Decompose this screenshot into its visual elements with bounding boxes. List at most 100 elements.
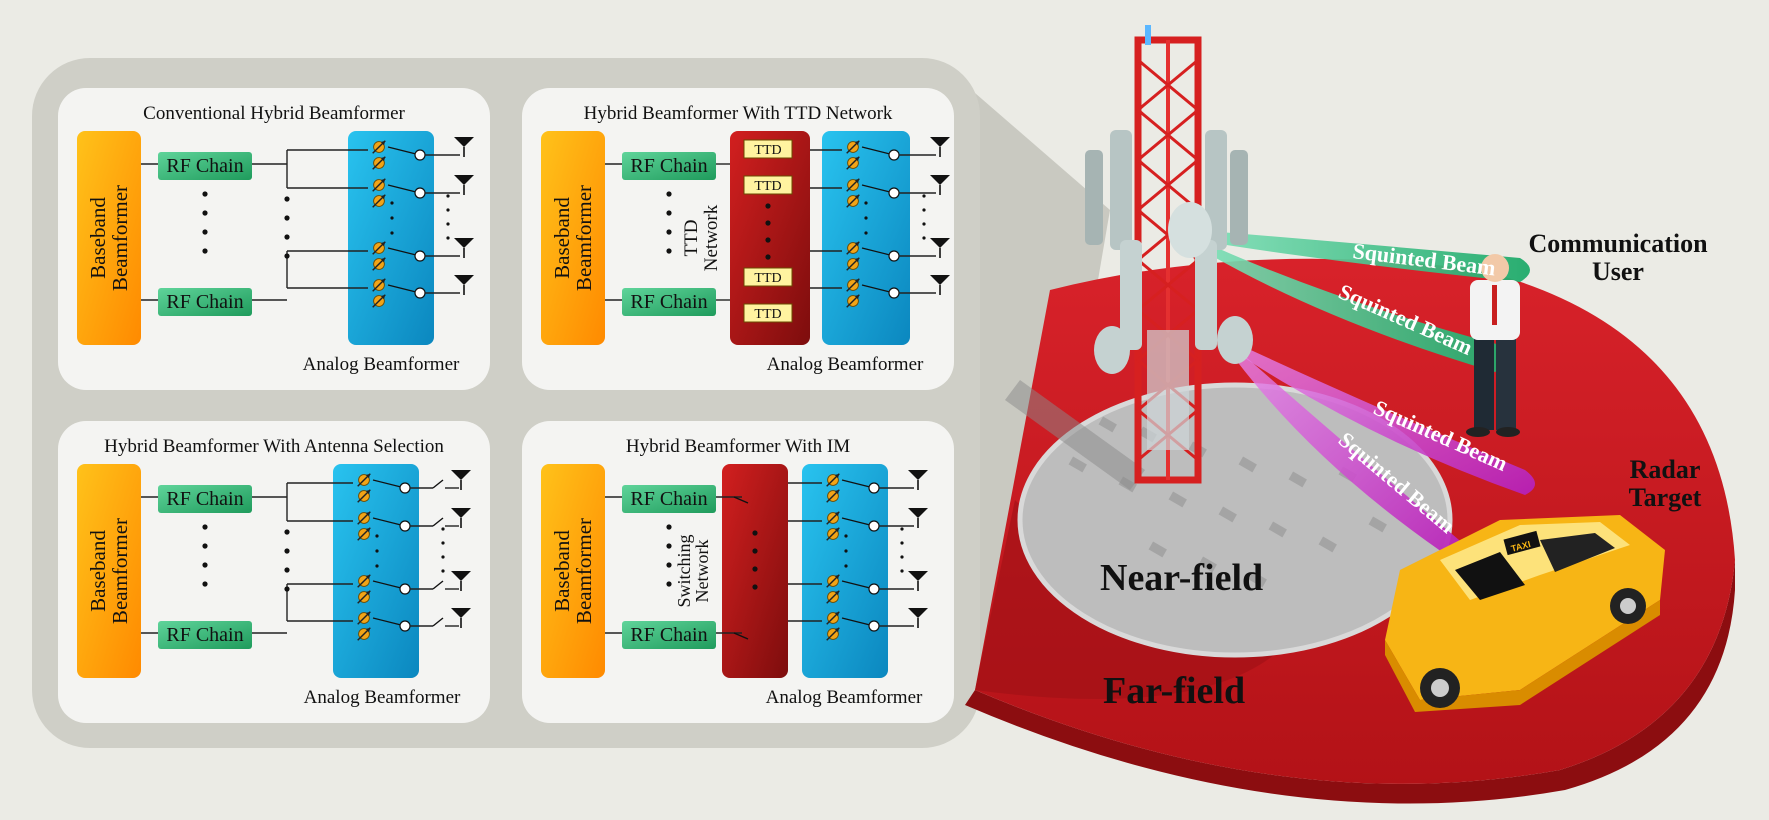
ellipsis-dot <box>284 548 290 554</box>
near-field-rim <box>1017 382 1453 658</box>
rf-chain-label: RF Chain <box>630 155 707 177</box>
baseband-label-line1: Baseband <box>550 197 574 279</box>
wire <box>841 580 871 589</box>
analog-beamformer-block <box>333 464 419 678</box>
ellipsis-dot <box>390 216 394 220</box>
wire <box>387 184 417 193</box>
communication-user-label-line2: User <box>1592 257 1644 286</box>
wire <box>387 146 417 155</box>
ttd-box <box>743 139 793 159</box>
near-field-label: Near-field <box>1100 557 1263 599</box>
rf-chain-label: RF Chain <box>630 291 707 313</box>
panel-title: Hybrid Beamformer With Antenna Selection <box>104 436 444 457</box>
beam-magenta-1 <box>1240 345 1535 495</box>
combiner-node <box>399 520 411 532</box>
scene: TAXI Near-field Far-field Communication … <box>965 25 1735 804</box>
combiner-node <box>868 620 880 632</box>
baseband-label-line2: Beamformer <box>572 185 596 291</box>
combiner-node <box>414 250 426 262</box>
ellipsis-dot <box>900 527 904 531</box>
wire <box>372 479 402 488</box>
ellipsis-dot <box>441 541 445 545</box>
rf-chain-block <box>158 485 252 513</box>
ellipsis-dot <box>900 541 904 545</box>
ttd-box <box>743 303 793 323</box>
rf-chain-block <box>622 485 716 513</box>
ellipsis-dot <box>752 566 758 572</box>
communication-user-figure <box>1466 254 1520 437</box>
ellipsis-dot <box>390 231 394 235</box>
rf-chain-block <box>158 152 252 180</box>
wire <box>372 617 402 626</box>
ttd-box <box>743 267 793 287</box>
panel-ttd: Hybrid Beamformer With TTD NetworkBaseba… <box>522 88 954 390</box>
combiner-node <box>868 482 880 494</box>
ellipsis-dot <box>844 534 848 538</box>
ellipsis-dot <box>666 248 672 254</box>
wire <box>861 247 891 256</box>
rf-chain-block <box>622 621 716 649</box>
taxi-figure: TAXI <box>1385 515 1665 712</box>
ttd-box <box>743 175 793 195</box>
combiner-node <box>888 149 900 161</box>
wire <box>861 146 891 155</box>
ellipsis-dot <box>666 562 672 568</box>
wire <box>861 184 891 193</box>
antenna-switch-icon <box>432 517 444 527</box>
combiner-node <box>888 187 900 199</box>
ellipsis-dot <box>765 254 771 260</box>
antenna-switch-icon <box>432 479 444 489</box>
antenna-switch-icon <box>432 580 444 590</box>
baseband-label-line2: Beamformer <box>108 185 132 291</box>
communication-user-label-line1: Communication <box>1528 229 1708 258</box>
ellipsis-dot <box>765 203 771 209</box>
ellipsis-dot <box>375 564 379 568</box>
combiner-node <box>414 187 426 199</box>
ellipsis-dot <box>202 229 208 235</box>
ttd-box-label: TTD <box>754 179 781 194</box>
combiner-node <box>414 287 426 299</box>
analog-beamformer-label: Analog Beamformer <box>303 354 460 375</box>
panel-im: Hybrid Beamformer With IMBasebandBeamfor… <box>522 421 954 723</box>
baseband-label-line1: Baseband <box>86 530 110 612</box>
ellipsis-dot <box>441 555 445 559</box>
ellipsis-dot <box>202 191 208 197</box>
tower-shadow <box>1005 380 1145 490</box>
cell-tower <box>1085 25 1253 484</box>
rf-chain-label: RF Chain <box>166 624 243 646</box>
rf-chain-block <box>622 152 716 180</box>
combiner-node <box>868 583 880 595</box>
wire <box>372 580 402 589</box>
rf-chain-label: RF Chain <box>166 291 243 313</box>
baseband-label-line1: Baseband <box>550 530 574 612</box>
ellipsis-dot <box>666 210 672 216</box>
ttd-box-label: TTD <box>754 143 781 158</box>
analog-beamformer-block <box>348 131 434 345</box>
beam-green-2 <box>1195 238 1509 372</box>
switch-symbol <box>733 496 749 504</box>
ellipsis-dot <box>666 524 672 530</box>
beam-green-1 <box>1195 230 1530 282</box>
wire <box>387 247 417 256</box>
ellipsis-dot <box>900 569 904 573</box>
combiner-node <box>868 520 880 532</box>
beamformer-panels: Conventional Hybrid BeamformerBasebandBe… <box>58 88 954 723</box>
ellipsis-dot <box>202 562 208 568</box>
ellipsis-dot <box>284 234 290 240</box>
radar-target-label-line2: Target <box>1629 483 1702 512</box>
ellipsis-dot <box>446 194 450 198</box>
ttd-network-label-line2: Network <box>701 204 722 271</box>
ellipsis-dot <box>752 584 758 590</box>
analog-beamformer-label: Analog Beamformer <box>767 354 924 375</box>
combiner-node <box>399 482 411 494</box>
far-field-label: Far-field <box>1103 670 1245 712</box>
combiner-node <box>399 620 411 632</box>
panel-sel: Hybrid Beamformer With Antenna Selection… <box>58 421 490 723</box>
ellipsis-dot <box>446 236 450 240</box>
ttd-box-label: TTD <box>754 307 781 322</box>
ellipsis-dot <box>666 191 672 197</box>
antenna-switch-icon <box>432 617 444 627</box>
ellipsis-dot <box>900 555 904 559</box>
combiner-node <box>399 583 411 595</box>
